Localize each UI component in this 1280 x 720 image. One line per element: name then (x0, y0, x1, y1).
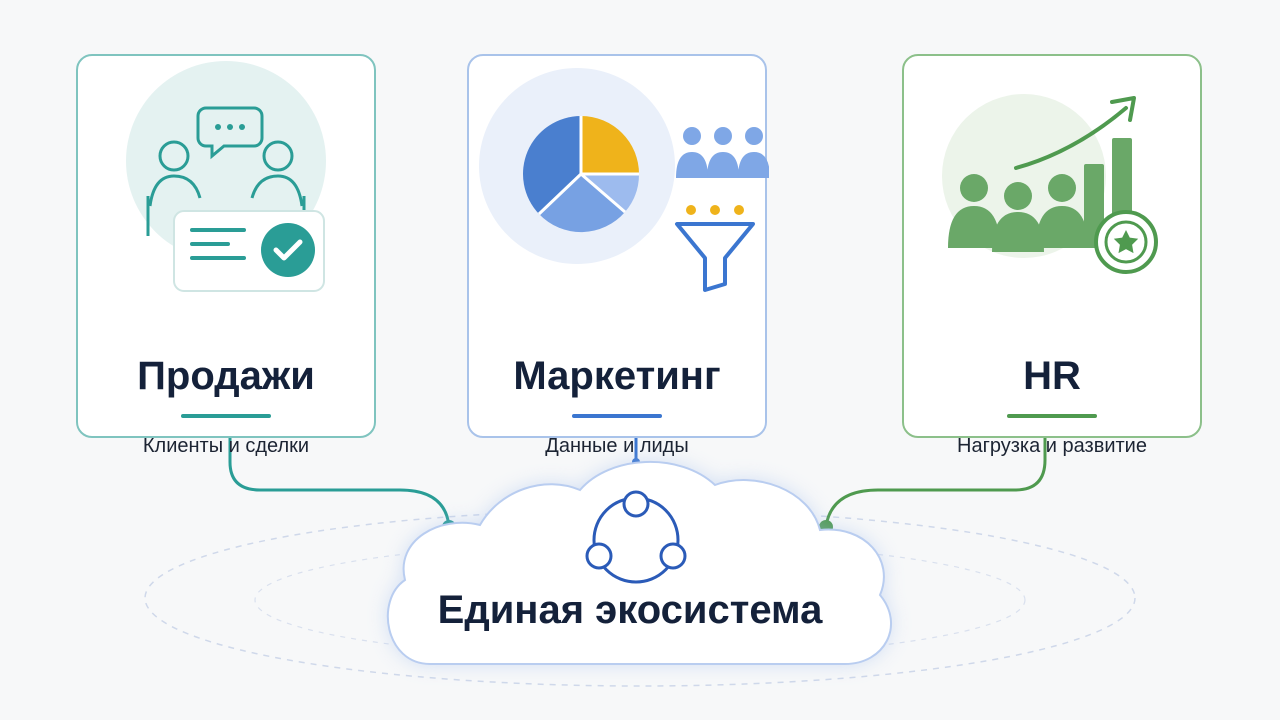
marketing-illustration (479, 68, 769, 292)
card-sales: Продажи Клиенты и сделки (76, 54, 376, 456)
document-check-icon (173, 210, 325, 292)
card-hr: HR Нагрузка и развитие (902, 54, 1202, 456)
hr-illustration (942, 94, 1158, 274)
funnel-icon (675, 205, 755, 292)
star-badge-icon (1094, 210, 1158, 274)
card-subtitle: Клиенты и сделки (142, 435, 310, 457)
hub-label: Единая экосистема (437, 588, 823, 632)
card-underline (1007, 414, 1097, 418)
card-title: Маркетинг (513, 354, 721, 398)
cloud (386, 460, 892, 665)
sales-illustration (126, 61, 326, 292)
connector-hr (824, 438, 1047, 527)
network-icon (585, 490, 687, 584)
card-subtitle: Данные и лиды (545, 435, 689, 457)
card-underline (181, 414, 271, 418)
chat-bubble-icon (196, 106, 264, 160)
card-underline (572, 414, 662, 418)
pie-chart-icon (523, 116, 640, 233)
card-subtitle: Нагрузка и развитие (957, 435, 1147, 457)
card-title: Продажи (137, 354, 315, 398)
connector-sales (228, 438, 451, 527)
card-marketing: Маркетинг Данные и лиды (467, 54, 769, 456)
people-group-icon (676, 127, 769, 178)
card-title: HR (1023, 354, 1081, 398)
team-icon (948, 174, 1088, 252)
